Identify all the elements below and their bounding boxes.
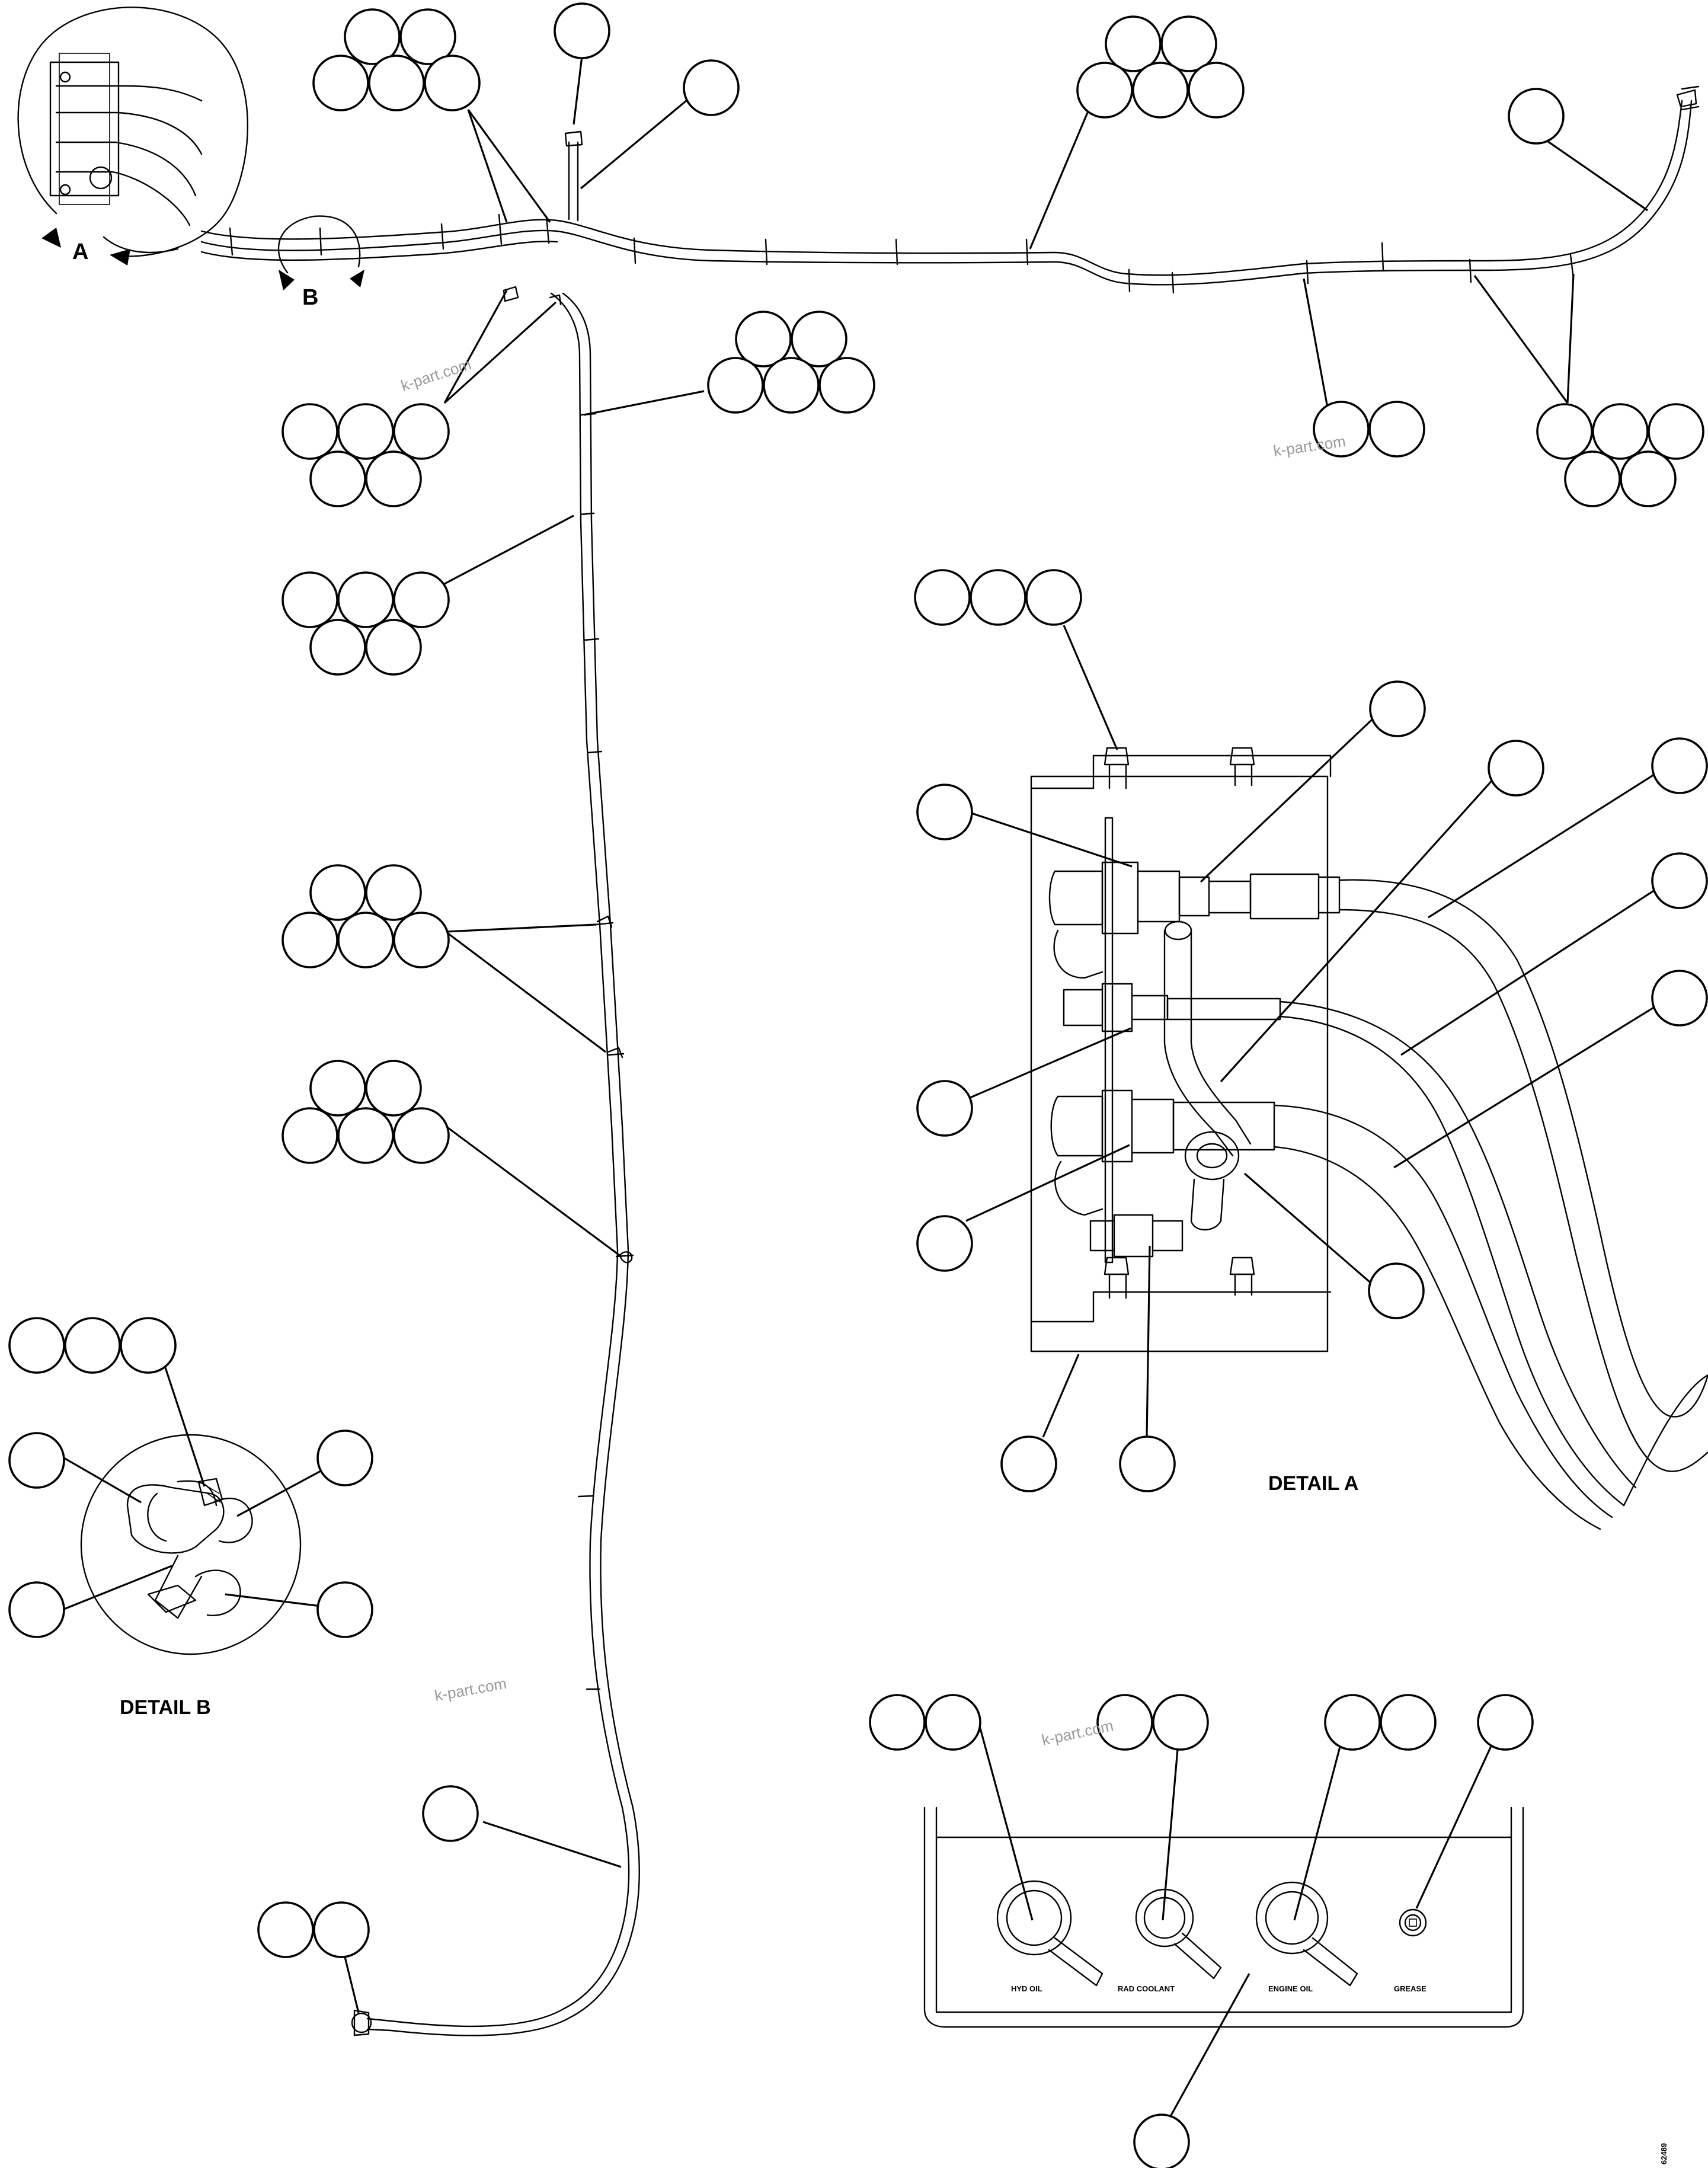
detail-b-clamp (80, 1434, 302, 1655)
label-grease: GREASE (1394, 1984, 1426, 1993)
drawing-number: 62489 (1659, 2143, 1668, 2164)
service-panel (923, 1806, 1524, 2028)
watermark: k-part.com (399, 355, 474, 394)
watermark: k-part.com (433, 1674, 508, 1705)
detail-a-title: DETAIL A (1268, 1472, 1358, 1495)
view-a-label: A (72, 239, 88, 264)
watermark: k-part.com (1040, 1716, 1115, 1749)
label-rad-coolant: RAD COOLANT (1118, 1984, 1175, 1993)
label-hyd-oil: HYD OIL (1011, 1984, 1042, 1993)
detail-a-manifold (1030, 747, 1708, 1530)
detail-b-title: DETAIL B (120, 1696, 211, 1719)
view-b-label: B (302, 285, 318, 310)
label-engine-oil: ENGINE OIL (1268, 1984, 1313, 1993)
callout-circles (8, 2, 1708, 2168)
view-a-inset (17, 7, 249, 266)
view-b-marker (277, 215, 364, 290)
